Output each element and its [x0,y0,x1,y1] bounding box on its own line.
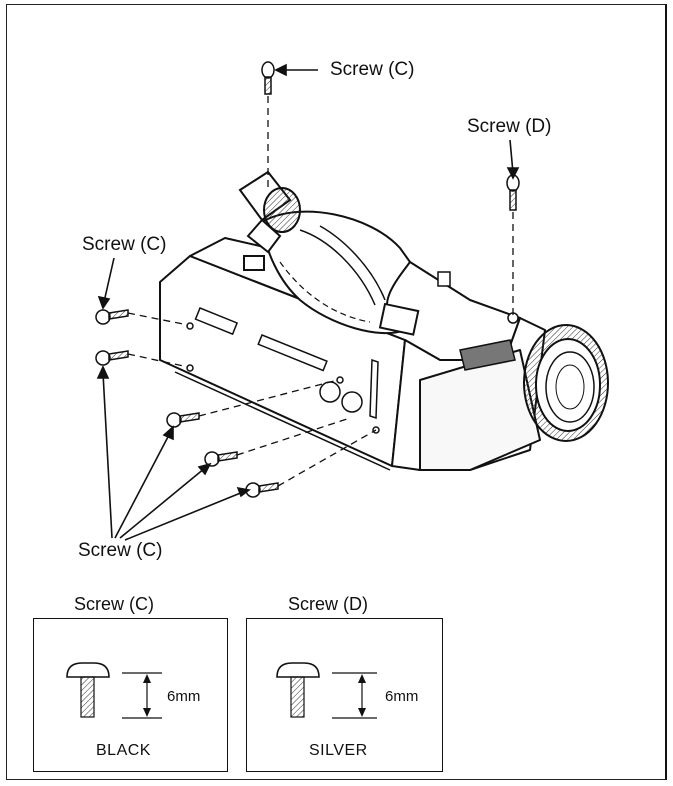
side-panel-details [174,307,391,471]
lens [523,324,609,442]
screw-d-length: 6mm [385,688,419,705]
screw-c-top-icon [261,61,275,95]
screw-d-top-label: Screw (D) [467,116,552,137]
leader-arrows [96,63,520,541]
screw-c-length: 6mm [167,688,201,705]
screw-c-left-5-icon [245,482,279,498]
screw-c-top-label: Screw (C) [330,59,415,80]
screw-d-silver-icon [276,662,377,719]
screw-c-legend-title: Screw (C) [74,594,154,614]
screw-d-legend-title: Screw (D) [288,594,368,614]
screw-d-top-icon [506,174,520,211]
screw-c-left-1-icon [95,309,129,325]
hand-strap [260,210,420,336]
screw-c-left-4-icon [204,451,238,467]
screw-c-black-icon [66,662,162,719]
screw-c-left-label: Screw (C) [82,234,167,255]
screw-c-left-2-icon [95,350,129,366]
screw-c-left-3-icon [166,412,200,428]
screw-d-legend-box: 6mm SILVER [246,618,443,772]
installation-lines [127,96,514,487]
screw-d-color: SILVER [309,742,368,759]
top-details [437,271,519,371]
viewfinder [238,170,301,271]
screw-icons [95,61,520,498]
screw-c-bottom-label: Screw (C) [78,540,163,561]
screw-c-color: BLACK [96,742,151,759]
diagram-frame [6,4,667,780]
screw-c-legend-box: 6mm BLACK [33,618,228,772]
